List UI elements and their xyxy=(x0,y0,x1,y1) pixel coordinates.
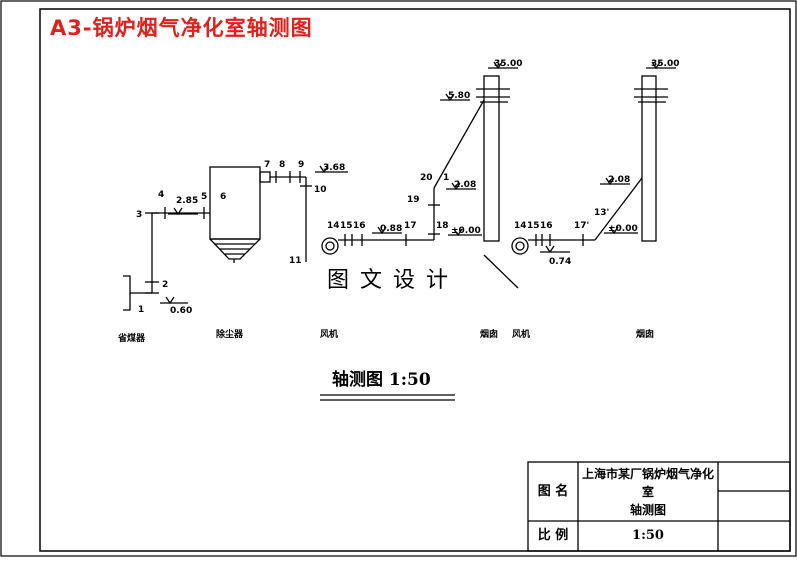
title-block-name-value: 上海市某厂锅炉烟气净化室 轴测图 xyxy=(578,464,718,519)
elevation-label: 0.88 xyxy=(380,224,402,234)
watermark-text: 图 文 设 计 xyxy=(327,268,450,293)
title-block-name-label: 图 名 xyxy=(537,483,569,499)
point-label: 11 xyxy=(289,256,302,266)
equipment-label: 烟囱 xyxy=(480,328,498,340)
point-label: 7 xyxy=(264,160,270,170)
elevation-label: ±0.00 xyxy=(608,224,638,234)
elevation-label: ±0.00 xyxy=(451,226,481,236)
title-block-scale-value: 1:50 xyxy=(632,528,664,544)
point-label: 3 xyxy=(136,210,142,220)
elevation-label: 35.00 xyxy=(651,59,679,69)
chimney-2 xyxy=(641,75,657,242)
elevation-label: 5.80 xyxy=(448,91,470,101)
elevation-label: 2.08 xyxy=(454,180,476,190)
elevation-label: 35.00 xyxy=(494,59,522,69)
point-label: 15 xyxy=(340,221,353,231)
point-label: 5 xyxy=(201,192,207,202)
elevation-labels: 2.85 0.60 3.68 0.88 5.80 2.08 ±0.00 35.0… xyxy=(170,59,679,316)
elevation-label: 3.68 xyxy=(323,163,345,173)
point-label: 10 xyxy=(314,185,327,195)
point-label: 16 xyxy=(540,221,553,231)
point-label: 14 xyxy=(514,221,527,231)
point-label: 19 xyxy=(407,195,420,205)
point-label: 8 xyxy=(279,160,285,170)
elevation-label: 0.74 xyxy=(549,257,571,267)
fan-2 xyxy=(511,237,529,255)
point-label: 4 xyxy=(158,190,164,200)
elevation-label: 0.60 xyxy=(170,306,192,316)
point-label: 9 xyxy=(298,160,304,170)
elevation-label: 2.08 xyxy=(608,175,630,185)
point-label: 1 xyxy=(138,305,144,315)
economizer-bracket xyxy=(123,275,131,311)
point-label: 1 xyxy=(443,173,449,183)
point-label: 20 xyxy=(420,173,433,183)
title-block-name-line2: 轴测图 xyxy=(629,502,666,517)
scale-caption: 轴测图 1:50 xyxy=(332,369,431,390)
point-label: 17' xyxy=(574,221,589,231)
point-label: 2 xyxy=(162,280,168,290)
point-label: 16 xyxy=(353,221,366,231)
chimney-1 xyxy=(483,75,500,242)
equipment-label: 风机 xyxy=(320,328,338,340)
title-block-name-line1: 上海市某厂锅炉烟气净化室 xyxy=(581,466,714,499)
equipment-label: 省煤器 xyxy=(117,332,146,344)
equipment-label: 烟囱 xyxy=(636,328,654,340)
point-label: 17 xyxy=(404,221,417,231)
inner-border xyxy=(39,8,791,552)
point-labels: 1 2 3 4 5 6 7 8 9 10 11 14 15 16 17 18 1… xyxy=(136,160,609,315)
elevation-label: 2.85 xyxy=(176,196,198,206)
point-label: 13' xyxy=(594,208,609,218)
point-label: 14 xyxy=(327,221,340,231)
fan-1 xyxy=(321,237,339,255)
title-block-scale-label: 比 例 xyxy=(537,528,569,544)
equipment-label: 风机 xyxy=(512,328,530,340)
drawing-title: A3-锅炉烟气净化室轴测图 xyxy=(50,16,313,40)
dust-collector xyxy=(209,166,261,240)
equipment-labels: 省煤器 除尘器 风机 烟囱 风机 烟囱 xyxy=(117,328,654,344)
point-label: 15 xyxy=(527,221,540,231)
equipment-label: 除尘器 xyxy=(216,328,244,340)
point-label: 6 xyxy=(220,192,226,202)
point-label: 18 xyxy=(436,221,449,231)
